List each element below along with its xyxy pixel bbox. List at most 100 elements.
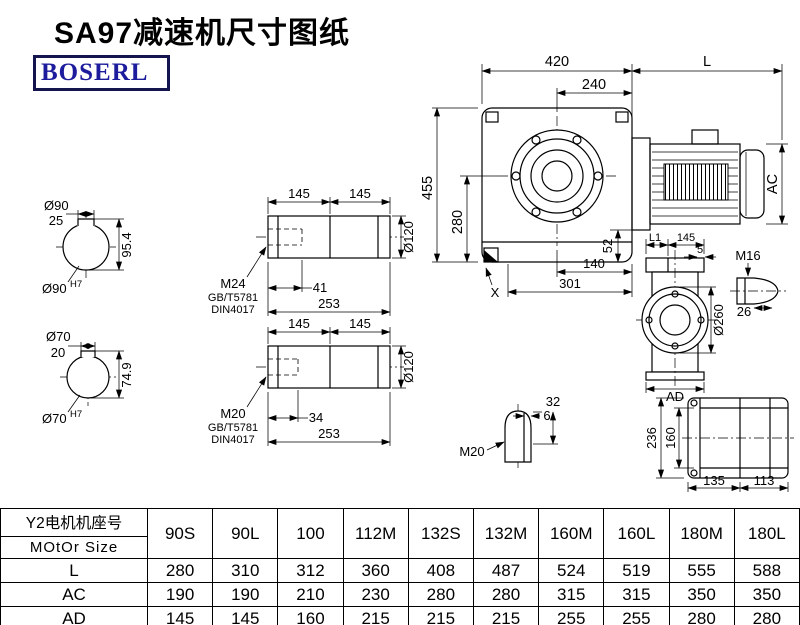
column-header-160m: 160M [538,508,605,559]
bore70-diameter-label: Ø70 [46,329,71,344]
dim-26-label: 26 [737,304,751,319]
dim-240-label: 240 [582,77,606,93]
table-cell: 280 [146,558,214,583]
shaft2-thread-label: M20 [220,406,245,421]
table-cell: 255 [603,606,670,625]
shaft-detail-m24: 145 145 Ø120 M24 GB/T5781 DIN4017 41 253 [208,186,416,316]
table-row-l: L 280 310 312 360 408 487 524 519 555 58… [0,558,800,583]
table-cell: 215 [342,606,409,625]
dim-ac-label: AC [765,174,781,194]
thread-detail-m20: 6 32 M20 [459,394,560,468]
shaft1-depth-label: 41 [313,280,327,295]
column-header-100: 100 [277,508,344,559]
dim-301-label: 301 [559,276,581,291]
table-cell: 310 [212,558,279,583]
column-header-90s: 90S [146,508,214,559]
shaft1-diameter-label: Ø120 [401,221,416,253]
table-cell: 350 [733,582,800,607]
bore90-keyway-height-label: 95.4 [119,232,134,257]
table-cell: 255 [538,606,605,625]
technical-drawing: Ø90 25 95.4 Ø90 H7 Ø70 20 74.9 [42,54,794,492]
motor [631,129,765,231]
table-cell: 524 [538,558,605,583]
bore70-keyway-width-label: 20 [51,345,65,360]
column-header-112m: 112M [342,508,409,559]
table-cell: 360 [342,558,409,583]
table-cell: 215 [472,606,540,625]
row-label-ac: AC [0,582,148,607]
dim-455-label: 455 [420,176,436,200]
shaft2-seg1-label: 145 [288,316,310,331]
dim-52-label: 52 [600,239,615,253]
table-row-ad: AD 145 145 160 215 215 215 255 255 280 2… [0,606,800,625]
shaft1-seg1-label: 145 [288,186,310,201]
table-cell: 588 [733,558,800,583]
dim-l-label: L [703,54,711,70]
dim-l1-label: L1 [649,232,661,244]
shaft1-length-label: 253 [318,296,340,311]
rear-view: 236 160 135 113 [644,397,794,492]
shaft1-seg2-label: 145 [349,186,371,201]
bore90-bore-label: Ø90 [42,281,67,296]
shaft1-standard2-label: DIN4017 [211,304,254,316]
dim-ad-label: AD [666,389,684,404]
bore90-tolerance-label: H7 [70,279,82,290]
dim-280-label: 280 [450,210,466,234]
dim-420-label: 420 [545,54,569,70]
detail-6-label: 6 [543,408,550,423]
table-header-line1: Y2电机机座号 [1,509,147,537]
page-title: SA97减速机尺寸图纸 [54,17,351,50]
table-cell: 145 [146,606,214,625]
detail-thread-label: M20 [459,444,484,459]
column-header-180l: 180L [733,508,800,559]
table-cell: 350 [668,582,735,607]
dim-5-label: 5 [697,244,703,256]
boserl-logo: BOSERL [33,55,170,91]
dim-236-label: 236 [644,427,659,449]
dim-160-label: 160 [663,427,678,449]
table-cell: 280 [407,582,474,607]
table-cell: 280 [472,582,540,607]
bore70-bore-label: Ø70 [42,411,67,426]
table-cell: 312 [277,558,344,583]
table-cell: 408 [407,558,474,583]
bore70-keyway-height-label: 74.9 [119,362,134,387]
table-cell: 519 [603,558,670,583]
table-cell: 280 [668,606,735,625]
table-cell: 555 [668,558,735,583]
x-marker-label: X [491,285,500,300]
dim-145-label: 145 [677,232,695,244]
side-view: L1 145 5 M16 26 Ø260 AD [636,232,786,404]
detail-32-label: 32 [546,394,560,409]
shaft-detail-m20: 145 145 Ø120 M20 GB/T5781 DIN4017 34 253 [208,316,416,446]
dim-140-label: 140 [583,256,605,271]
column-header-180m: 180M [668,508,735,559]
hollow-shaft-section-90: Ø90 25 95.4 Ø90 H7 [42,198,134,296]
shaft2-length-label: 253 [318,426,340,441]
column-header-90l: 90L [212,508,279,559]
table-cell: 145 [212,606,279,625]
main-view: 420 L 240 455 280 AC 52 140 301 [420,54,788,300]
table-header-row: Y2电机机座号 MOtOr Size 90S 90L 100 112M 132S… [0,508,800,559]
table-cell: 190 [146,582,214,607]
row-label-l: L [0,558,148,583]
dim-113-label: 113 [754,473,775,488]
column-header-132m: 132M [472,508,540,559]
logo-text: BOSERL [41,59,149,86]
table-cell: 160 [277,606,344,625]
column-header-132s: 132S [407,508,474,559]
shaft2-depth-label: 34 [309,410,323,425]
shaft1-thread-label: M24 [220,276,245,291]
table-cell: 210 [277,582,344,607]
dim-135-label: 135 [703,473,725,488]
table-cell: 487 [472,558,540,583]
shaft2-seg2-label: 145 [349,316,371,331]
table-cell: 315 [538,582,605,607]
row-label-ad: AD [0,606,148,625]
bore90-diameter-label: Ø90 [44,198,69,213]
table-row-ac: AC 190 190 210 230 280 280 315 315 350 3… [0,582,800,607]
table-cell: 280 [733,606,800,625]
shaft2-standard2-label: DIN4017 [211,434,254,446]
table-cell: 230 [342,582,409,607]
